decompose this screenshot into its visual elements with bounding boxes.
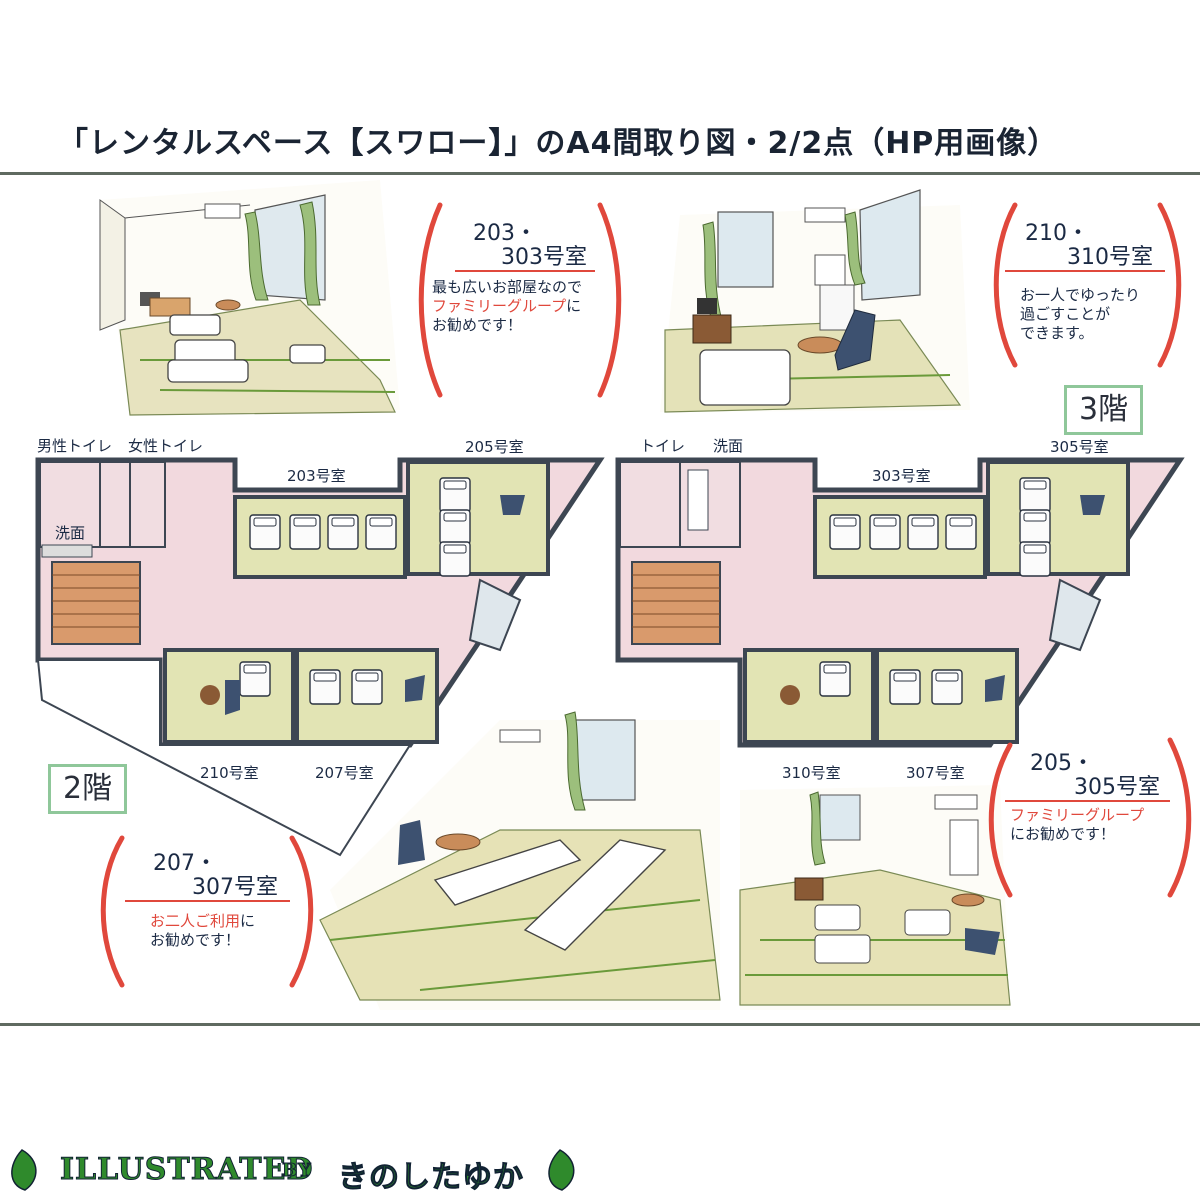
label-room-203: 203号室: [287, 467, 346, 485]
desc-tail: に: [566, 297, 582, 315]
desc-line: にお勧めです！: [1010, 825, 1116, 843]
desc-line: お勧めです！: [150, 931, 241, 949]
room-number-line1: 207・: [153, 851, 217, 876]
floor-2-badge: 2階: [48, 764, 128, 814]
highlight-text: お二人ご利用: [150, 912, 241, 930]
red-brackets: [100, 202, 1192, 988]
desc-line: お二人ご利用に: [150, 912, 290, 931]
desc-line: 最も広いお部屋なので: [432, 278, 583, 296]
label-toilet: トイレ: [640, 437, 686, 455]
desc-line: ファミリーグループに: [432, 297, 607, 316]
desc-line: お勧めです！: [432, 316, 523, 334]
page-title: 「レンタルスペース【スワロー】」のA4間取り図・2/2点（HP用画像）: [58, 126, 1059, 161]
floor-3-badge: 3階: [1064, 385, 1144, 435]
credit-author: きのしたゆか: [338, 1160, 524, 1196]
room-205-caption: 205・ 305号室: [1005, 752, 1170, 802]
label-room-305: 305号室: [1050, 438, 1109, 456]
desc-line: お一人でゆったり: [1020, 286, 1141, 304]
room-203-caption: 203・ 303号室: [455, 222, 595, 272]
label-room-303: 303号室: [872, 467, 931, 485]
room-number-line2: 303号室: [455, 246, 595, 272]
room-210-caption: 210・ 310号室: [1005, 222, 1165, 272]
label-washroom-3f: 洗面: [713, 437, 744, 455]
highlight-text: ファミリーグループ: [1010, 806, 1145, 824]
room-207-illustration: [319, 711, 721, 1010]
stairs-icon: [51, 561, 141, 645]
zaisu-chair-icon: [500, 495, 525, 515]
floor-2-plan: [35, 457, 605, 857]
room-number-line1: 210・: [1025, 221, 1089, 246]
label-room-210: 210号室: [200, 764, 259, 782]
label-washroom: 洗面: [55, 524, 86, 542]
room-203-description: 最も広いお部屋なので ファミリーグループに お勧めです！: [432, 278, 607, 335]
room-number-line2: 310号室: [1005, 246, 1165, 272]
room-number-line1: 203・: [473, 221, 537, 246]
label-room-307: 307号室: [906, 764, 965, 782]
desc-line: 過ごすことが: [1020, 305, 1111, 323]
room-210-description: お一人でゆったり 過ごすことが できます。: [1020, 286, 1170, 343]
label-womens-toilet: 女性トイレ: [128, 437, 204, 455]
room-207-caption: 207・ 307号室: [125, 852, 290, 902]
room-number-line2: 305号室: [1005, 776, 1170, 802]
room-207-description: お二人ご利用に お勧めです！: [150, 912, 290, 950]
room-205-description: ファミリーグループ にお勧めです！: [1010, 806, 1175, 844]
label-room-207: 207号室: [315, 764, 374, 782]
highlight-text: ファミリーグループ: [432, 297, 567, 315]
bottom-divider: [0, 1023, 1200, 1026]
credit-by: BY: [282, 1160, 312, 1182]
credit-illustrated: ILLUSTRATED: [60, 1152, 314, 1188]
room-number-line1: 205・: [1030, 751, 1094, 776]
room-210-illustration: [660, 189, 970, 413]
top-divider: [0, 172, 1200, 175]
room-205-illustration: [739, 785, 1011, 1010]
illustrator-credit: ILLUSTRATED BY きのしたゆか: [20, 1138, 580, 1196]
room-number-line2: 307号室: [125, 876, 290, 902]
desc-tail: に: [240, 912, 256, 930]
room-203-illustration: [99, 180, 400, 416]
label-mens-toilet: 男性トイレ: [37, 437, 113, 455]
leaf-icon: [11, 1149, 575, 1191]
floor-3-plan: [615, 457, 1185, 748]
label-room-310: 310号室: [782, 764, 841, 782]
label-room-205: 205号室: [465, 438, 524, 456]
desc-line: できます。: [1020, 324, 1094, 342]
